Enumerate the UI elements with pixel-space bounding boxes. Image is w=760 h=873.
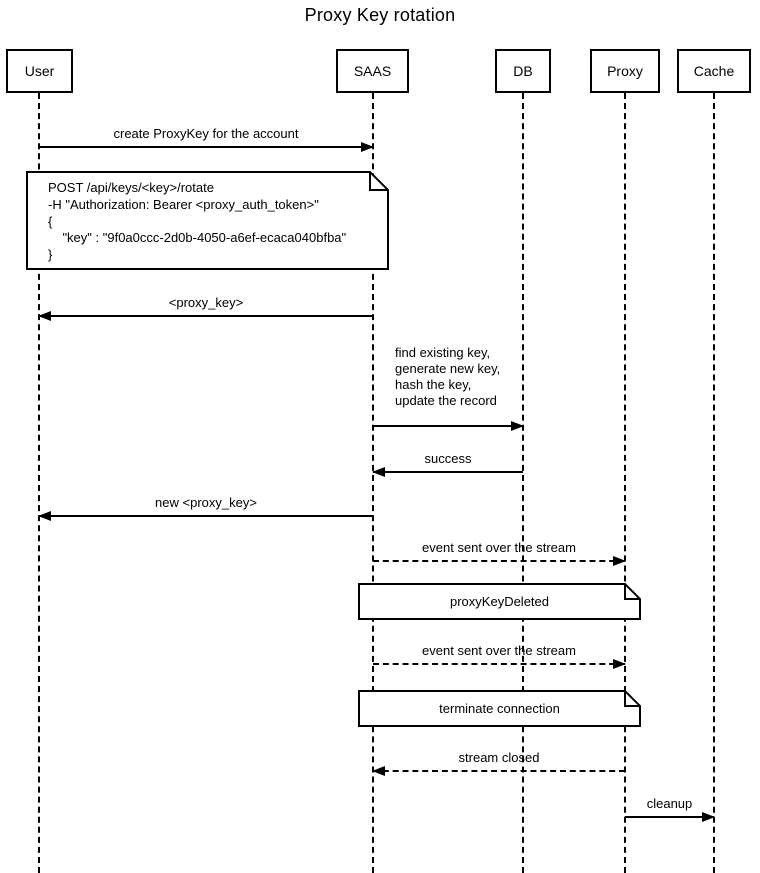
arrowhead-right-icon (511, 421, 524, 431)
diagram-title: Proxy Key rotation (304, 5, 456, 25)
actor-db: DB (495, 49, 551, 93)
arrowhead-left-icon (372, 467, 385, 477)
message-label: stream closed (458, 750, 540, 765)
note-body: terminate connection (439, 701, 560, 716)
note-rotate-request: POST /api/keys/<key>/rotate -H "Authoriz… (26, 171, 389, 270)
lifeline-cache (713, 93, 715, 873)
actor-saas-label: SAAS (353, 63, 392, 79)
lifeline-saas (372, 93, 374, 873)
arrowhead-left-icon (372, 766, 385, 776)
note-body: proxyKeyDeleted (450, 594, 549, 609)
note-proxykey-deleted: proxyKeyDeleted (358, 583, 641, 620)
arrowhead-right-icon (613, 556, 626, 566)
actor-user-label: User (24, 63, 55, 79)
message-line (373, 663, 625, 665)
message-label: create ProxyKey for the account (113, 126, 299, 141)
actor-proxy: Proxy (590, 49, 660, 93)
note-shape (358, 583, 641, 620)
message-line (373, 425, 523, 427)
arrowhead-left-icon (38, 511, 51, 521)
message-line (39, 146, 373, 148)
message-label: cleanup (646, 796, 693, 811)
lifeline-user (38, 93, 40, 873)
note-shape (26, 171, 389, 270)
message-line (373, 560, 625, 562)
message-line (39, 515, 373, 517)
lifeline-proxy (624, 93, 626, 873)
actor-cache: Cache (677, 49, 751, 93)
message-label: new <proxy_key> (155, 495, 257, 510)
message-label: find existing key, generate new key, has… (395, 345, 501, 408)
arrowhead-right-icon (613, 659, 626, 669)
actor-saas: SAAS (336, 49, 409, 93)
message-label: success (424, 451, 472, 466)
arrowhead-right-icon (361, 142, 374, 152)
note-shape (358, 690, 641, 727)
actor-user: User (6, 49, 73, 93)
message-line (373, 471, 523, 473)
message-label: event sent over the stream (422, 643, 576, 658)
arrowhead-right-icon (702, 812, 715, 822)
message-line (39, 315, 373, 317)
note-body: POST /api/keys/<key>/rotate -H "Authoriz… (48, 180, 347, 263)
actor-cache-label: Cache (693, 63, 735, 79)
note-terminate-connection: terminate connection (358, 690, 641, 727)
message-label: event sent over the stream (422, 540, 576, 555)
actor-proxy-label: Proxy (607, 63, 643, 79)
actor-db-label: DB (513, 63, 533, 79)
arrowhead-left-icon (38, 311, 51, 321)
message-line (373, 770, 625, 772)
message-label: <proxy_key> (168, 295, 244, 310)
message-line (625, 816, 714, 818)
lifeline-db (522, 93, 524, 873)
